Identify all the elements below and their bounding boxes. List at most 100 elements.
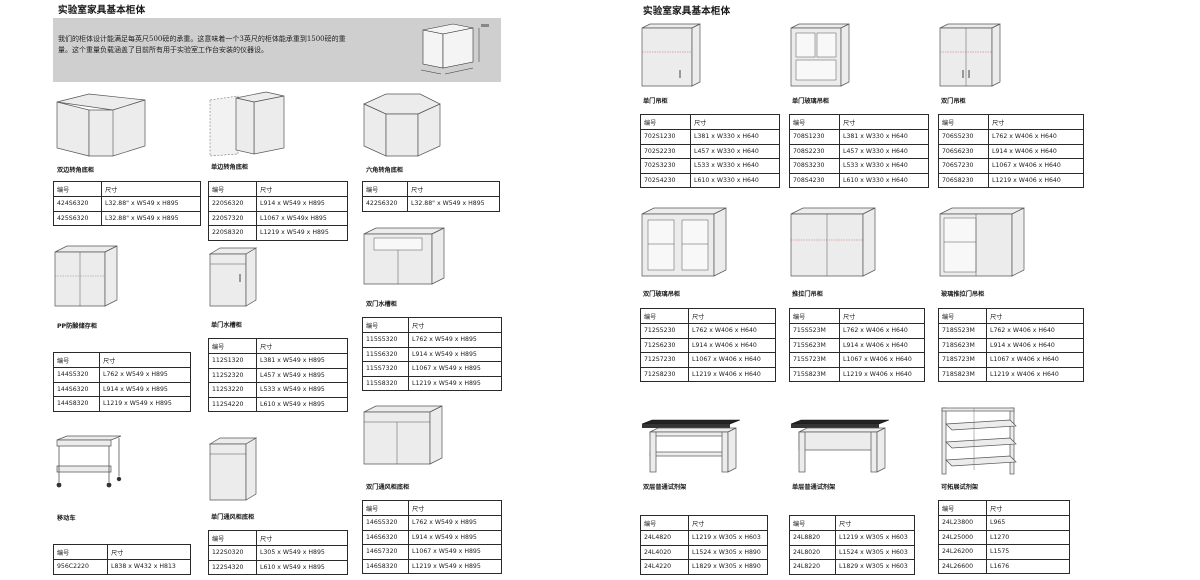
column-header-code: 编号 (53, 352, 100, 368)
product-size: L1219 x W549 x H895 (408, 375, 502, 391)
column-header-size: 尺寸 (835, 515, 915, 531)
product-code: 956C2220 (53, 559, 108, 575)
mobile-cart-illustration (53, 434, 125, 490)
column-header-size: 尺寸 (408, 500, 502, 516)
product-code: 220S6320 (208, 196, 257, 212)
single-shelf-illustration (789, 418, 891, 474)
product-code: 718S523M (938, 323, 987, 339)
column-header-size: 尺寸 (839, 114, 929, 130)
product-code: 24L4820 (640, 530, 689, 546)
product-size: L381 x W330 x H640 (839, 129, 929, 145)
column-header-code: 编号 (362, 317, 409, 333)
left-page-heading: 实验室家具基本柜体 (58, 5, 146, 16)
column-header-code: 编号 (362, 500, 409, 516)
product-code: 702S2230 (640, 143, 691, 159)
double-wall-cabinet-illustration (938, 22, 1002, 88)
product-size: L381 x W549 x H895 (256, 353, 348, 369)
single-wall-cabinet-illustration (640, 22, 702, 88)
product-size: L610 x W549 x H895 (256, 396, 348, 412)
product-code: 146S6320 (362, 529, 409, 545)
product-code: 24L25000 (938, 529, 987, 545)
product-size: L457 x W330 x H640 (690, 143, 780, 159)
product-code: 712S7230 (640, 352, 689, 368)
product-code: 144S8320 (53, 396, 100, 412)
product-size: L1219 x W305 x H603 (835, 530, 915, 546)
column-header-size: 尺寸 (986, 500, 1070, 516)
product-size: L610 x W330 x H640 (839, 172, 929, 188)
product-code: 115S7320 (362, 361, 409, 377)
product-code: 112S3220 (208, 382, 257, 398)
single-glass-wall-cabinet-illustration (789, 22, 851, 88)
product-size: L1067 x W549x H895 (256, 210, 348, 226)
product-code: 715S723M (789, 352, 840, 368)
product-size: L762 x W549 x H895 (408, 515, 502, 531)
product-size: L32.88" x W549 x H895 (101, 196, 201, 212)
product-size: L1219 x W406 x H640 (988, 172, 1084, 188)
double-glass-wall-cabinet-caption: 双门玻璃吊柜 (643, 291, 681, 298)
column-header-size: 尺寸 (99, 352, 191, 368)
column-header-code: 编号 (53, 181, 102, 197)
column-header-code: 编号 (938, 500, 987, 516)
single-glass-wall-cabinet-caption: 单门玻璃吊柜 (792, 98, 830, 105)
column-header-code: 编号 (938, 308, 987, 324)
single-hood-base-illustration (208, 436, 258, 502)
product-code: 706S7230 (938, 158, 989, 174)
product-code: 24L26600 (938, 558, 987, 574)
column-header-code: 编号 (208, 530, 257, 546)
column-header-code: 编号 (208, 338, 257, 354)
product-code: 112S1320 (208, 353, 257, 369)
column-header-size: 尺寸 (688, 515, 768, 531)
column-header-size: 尺寸 (256, 181, 348, 197)
product-size: L914 x W549 x H895 (408, 529, 502, 545)
product-size: L1067 x W406 x H640 (988, 158, 1084, 174)
glass-sliding-wall-cabinet-illustration (938, 206, 1026, 278)
product-code: 706S6230 (938, 143, 989, 159)
column-header-code: 编号 (53, 544, 108, 560)
double-shelf-illustration (640, 418, 742, 474)
column-header-size: 尺寸 (407, 181, 500, 197)
product-code: 706S8230 (938, 172, 989, 188)
column-header-code: 编号 (208, 181, 257, 197)
single-sink-illustration (208, 246, 258, 308)
product-code: 24L23800 (938, 515, 987, 531)
product-size: L1524 x W305 x H603 (835, 544, 915, 560)
product-code: 715S823M (789, 366, 840, 382)
product-code: 712S8230 (640, 366, 689, 382)
column-header-code: 编号 (362, 181, 408, 197)
intro-text: 我们的柜体设计能满足每英尺500磅的承重。这意味着一个3英尺的柜体能承重到150… (58, 35, 346, 54)
product-size: L32.88" x W549 x H895 (101, 210, 201, 226)
sliding-wall-cabinet-illustration (789, 206, 877, 278)
product-size: L914 x W406 x H640 (839, 337, 925, 353)
column-header-code: 编号 (640, 308, 689, 324)
product-size: L1829 x W305 x H890 (688, 559, 768, 575)
product-code: 706S5230 (938, 129, 989, 145)
product-size: L1067 x W406 x H640 (986, 352, 1084, 368)
product-code: 24L8220 (789, 559, 836, 575)
